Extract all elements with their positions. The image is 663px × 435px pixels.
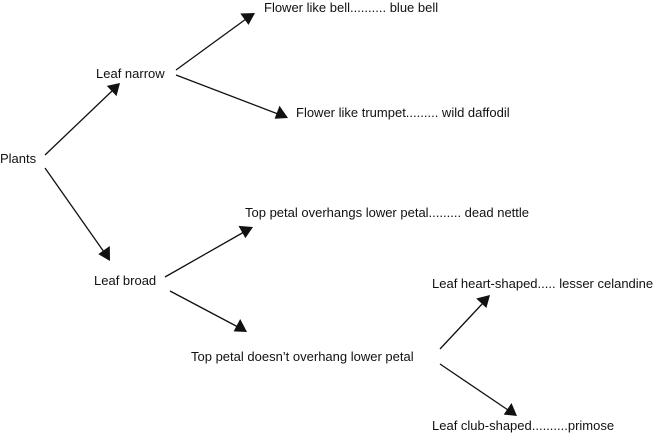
node-leaf-club: Leaf club-shaped..........primose	[432, 418, 614, 433]
arrowhead-icon	[274, 105, 288, 119]
arrow-leaf-narrow-to-flower-bell	[175, 13, 255, 71]
node-plants: Plants	[0, 151, 37, 166]
node-leaf-narrow: Leaf narrow	[96, 66, 165, 81]
arrow-leaf-broad-to-top-petal-not-overhang	[169, 290, 247, 332]
node-flower-trumpet: Flower like trumpet......... wild daffod…	[296, 105, 510, 120]
node-leaf-broad: Leaf broad	[94, 273, 156, 288]
node-leaf-heart: Leaf heart-shaped..... lesser celandine	[432, 276, 653, 291]
arrow-top-petal-not-overhang-to-leaf-club	[439, 363, 517, 416]
arrowhead-icon	[476, 295, 490, 308]
arrow-plants-to-leaf-narrow	[44, 83, 120, 156]
edges	[44, 13, 517, 416]
arrowhead-icon	[233, 319, 247, 332]
arrow-plants-to-leaf-broad	[44, 167, 110, 261]
arrowhead-icon	[240, 13, 255, 25]
arrowhead-icon	[106, 83, 120, 97]
node-flower-bell: Flower like bell.......... blue bell	[264, 0, 438, 15]
arrowhead-icon	[98, 246, 110, 261]
node-top-petal-not-overhang: Top petal doesn’t overhang lower petal	[191, 349, 414, 364]
arrowhead-icon	[238, 225, 253, 239]
node-top-petal-overhangs: Top petal overhangs lower petal.........…	[245, 205, 529, 220]
arrow-top-petal-not-overhang-to-leaf-heart	[439, 295, 490, 350]
arrow-leaf-narrow-to-flower-trumpet	[175, 74, 288, 119]
arrowhead-icon	[503, 403, 517, 416]
arrow-leaf-broad-to-top-petal-overhangs	[164, 225, 253, 278]
